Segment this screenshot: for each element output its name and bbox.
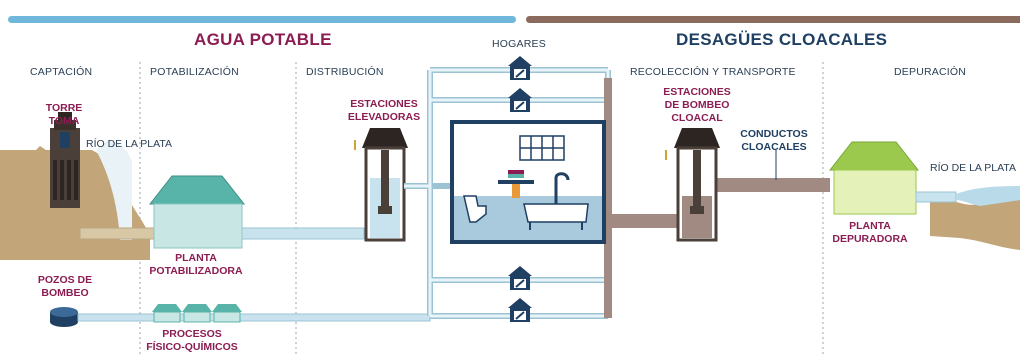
estaciones-bombeo-line3: CLOACAL — [671, 112, 723, 124]
rio-right-label: RÍO DE LA PLATA — [930, 162, 1016, 174]
well-pump — [50, 307, 78, 327]
treatment-plant-building — [148, 175, 246, 249]
procesos-label: PROCESOS FÍSICO-QUÍMICOS — [136, 328, 248, 354]
section-recoleccion: RECOLECCIÓN Y TRANSPORTE — [630, 66, 796, 78]
rio-left-label: RÍO DE LA PLATA — [86, 138, 172, 150]
well-pipe — [77, 313, 431, 322]
planta-dep-line2: DEPURADORA — [832, 233, 908, 245]
potable-pipe-main — [241, 227, 365, 240]
section-potabilizacion: POTABILIZACIÓN — [150, 66, 239, 78]
torre-toma-line2: TOMA — [48, 115, 80, 127]
house-icons — [508, 56, 532, 322]
elevator-station — [354, 128, 408, 242]
procesos-line2: FÍSICO-QUÍMICOS — [146, 341, 238, 353]
torre-toma-line1: TORRE — [45, 102, 83, 114]
conductos-cloacales-label: CONDUCTOS CLOACALES — [728, 128, 820, 154]
water-section-bar — [8, 16, 516, 23]
outfall-pipe — [915, 191, 957, 203]
left-river-water — [96, 140, 132, 240]
sewer-section-bar — [526, 16, 1020, 23]
sewer-pump-station — [665, 128, 720, 242]
process-tanks — [152, 304, 242, 323]
planta-pot-line1: PLANTA — [175, 252, 217, 264]
right-river-water — [956, 186, 1020, 206]
section-depuracion: DEPURACIÓN — [894, 66, 967, 78]
bathroom-panel — [450, 120, 606, 244]
pozos-bombeo-label: POZOS DE BOMBEO — [28, 274, 102, 300]
raw-water-pipe — [79, 227, 155, 240]
estaciones-bombeo-line1: ESTACIONES — [663, 86, 731, 98]
pozos-line1: POZOS DE — [37, 274, 93, 286]
procesos-line1: PROCESOS — [162, 328, 222, 340]
planta-pot-line2: POTABILIZADORA — [149, 265, 243, 277]
pozos-line2: BOMBEO — [41, 287, 89, 299]
right-riverbank — [930, 196, 1020, 250]
sewer-section-title: DESAGÜES CLOACALES — [676, 30, 888, 49]
sewer-pipes — [604, 78, 830, 318]
section-captacion: CAPTACIÓN — [30, 66, 93, 78]
torre-toma-label: TORRE TOMA — [36, 102, 92, 128]
estaciones-elev-line1: ESTACIONES — [350, 98, 418, 110]
depuration-plant-building — [828, 141, 920, 215]
estaciones-bombeo-line2: DE BOMBEO — [664, 99, 730, 111]
intake-tower — [50, 112, 80, 208]
section-hogares: HOGARES — [492, 38, 546, 50]
water-section-title: AGUA POTABLE — [194, 30, 332, 49]
estaciones-bombeo-label: ESTACIONES DE BOMBEO CLOACAL — [650, 86, 744, 125]
conductos-line1: CONDUCTOS — [740, 128, 808, 140]
planta-potabilizadora-label: PLANTA POTABILIZADORA — [144, 252, 248, 278]
planta-depuradora-label: PLANTA DEPURADORA — [826, 220, 914, 246]
section-distribucion: DISTRIBUCIÓN — [306, 66, 384, 78]
planta-dep-line1: PLANTA — [849, 220, 891, 232]
conductos-line2: CLOACALES — [741, 141, 807, 153]
estaciones-elev-line2: ELEVADORAS — [347, 111, 421, 123]
section-dividers — [139, 62, 824, 354]
estaciones-elevadoras-label: ESTACIONES ELEVADORAS — [340, 98, 428, 124]
